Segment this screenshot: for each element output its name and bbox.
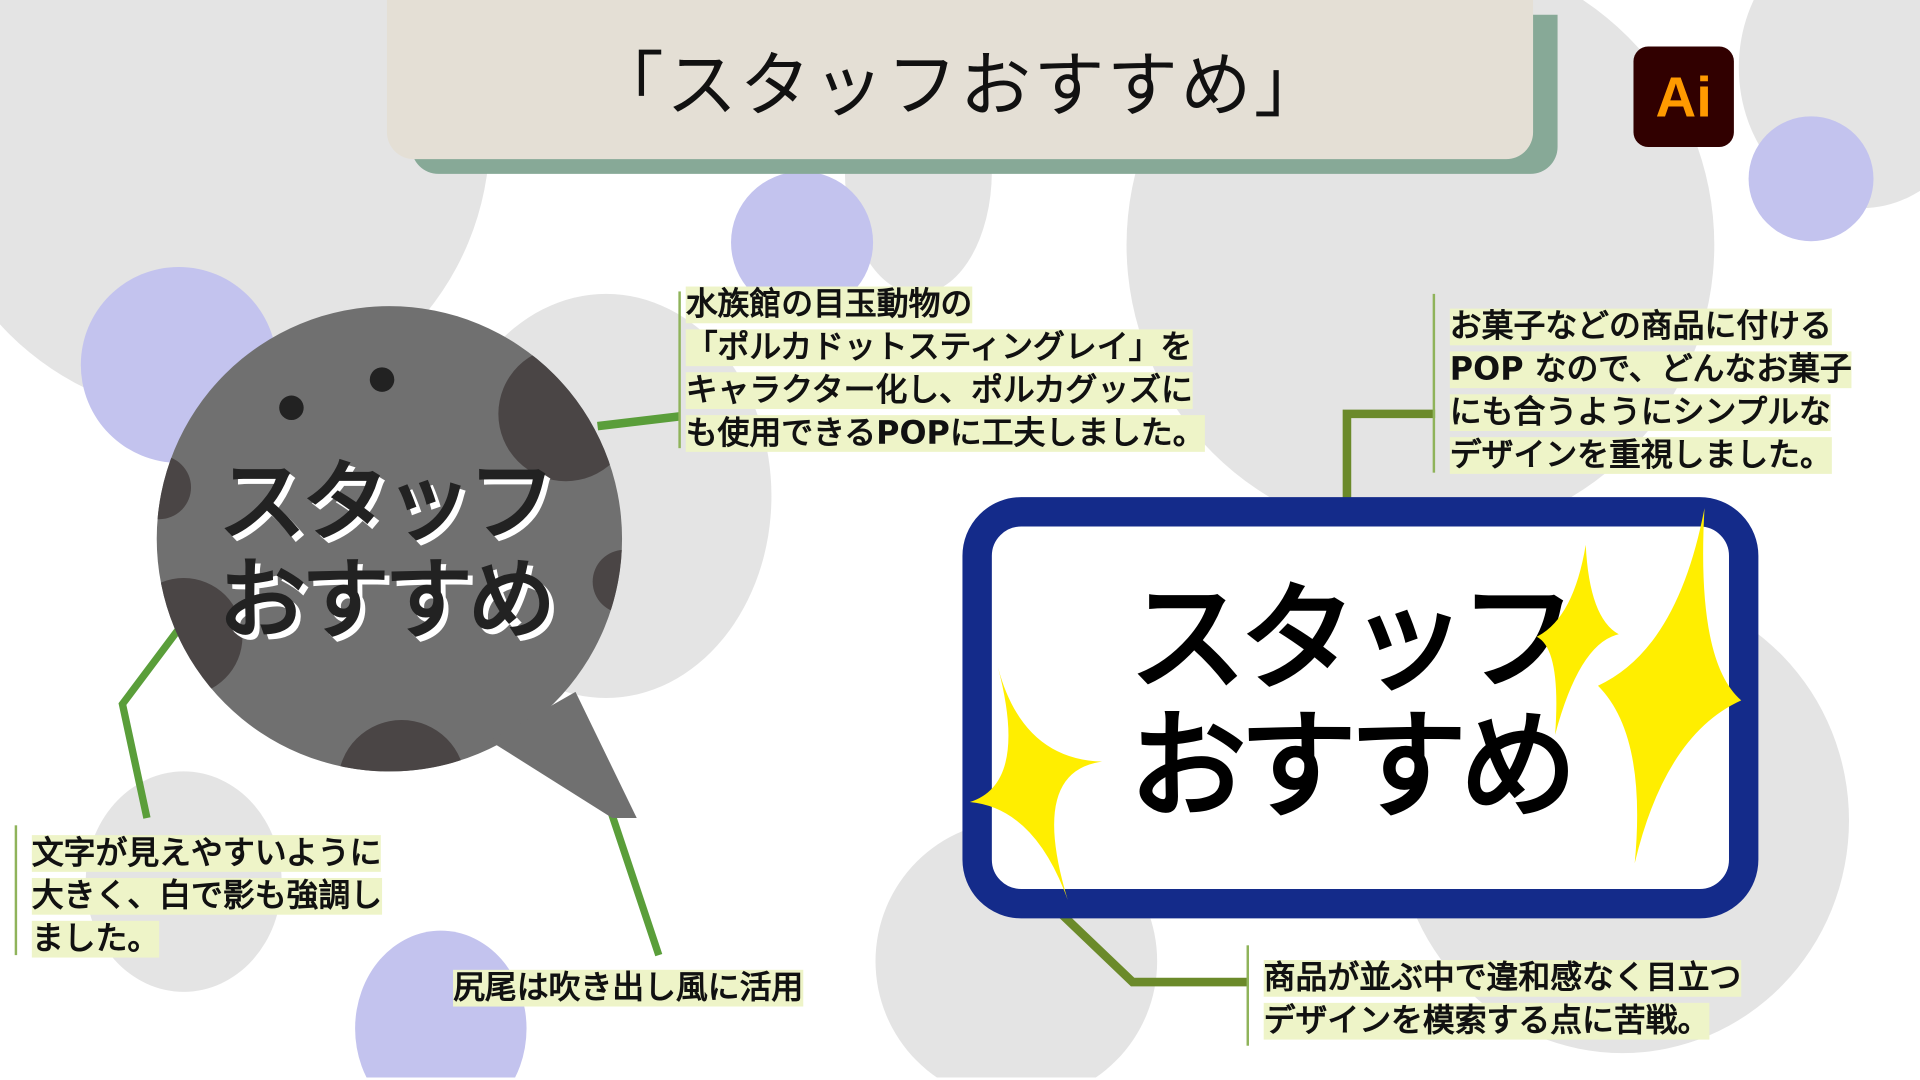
note-line: デザインを重視しました。 (1449, 437, 1832, 474)
note-line: 大きく、白で影も強調し (31, 877, 383, 915)
left-pop-text: スタッフ おすすめ (217, 450, 556, 652)
eye (279, 395, 304, 421)
eye (369, 367, 395, 392)
note-line: にも合うようにシンプルな (1449, 394, 1831, 432)
note-bar (678, 291, 681, 449)
line-tail (606, 807, 663, 957)
note-line: も使用できるPOPに工夫しました。 (685, 415, 1205, 452)
note-text-size: 文字が見えやすいように 大きく、白で影も強調し ました。 (27, 833, 383, 962)
note-bar (1432, 293, 1436, 473)
note-bar (1246, 945, 1249, 1046)
line-simple (1342, 409, 1436, 500)
right-pop-line: スタッフ (1128, 570, 1577, 708)
note-line: 文字が見えやすいように (31, 835, 382, 872)
line-character (597, 412, 681, 431)
spot (156, 577, 243, 696)
sparkle-icon (969, 667, 1103, 901)
line-stand-out (1047, 900, 1249, 987)
left-pop-line: スタッフ (217, 450, 556, 554)
left-pop-line: おすすめ (217, 548, 556, 652)
note-line: 水族館の目玉動物の (685, 286, 973, 324)
bg-dot (1748, 116, 1874, 242)
illustrator-logo: Ai (1633, 46, 1734, 147)
page-title: 「スタッフおすすめ」 (386, 0, 1534, 160)
note-tail: 尻尾は吹き出し風に活用 (448, 967, 804, 1010)
note-line: お菓子などの商品に付ける (1449, 308, 1832, 346)
note-simple: お菓子などの商品に付ける POP なので、どんなお菓子 にも合うようにシンプルな… (1445, 306, 1852, 477)
right-pop-line: おすすめ (1128, 697, 1577, 836)
note-line: 尻尾は吹き出し風に活用 (453, 969, 804, 1007)
note-character: 水族館の目玉動物の 「ポルカドットスティングレイ」を キャラクター化し、ポルカグ… (681, 284, 1205, 455)
note-line: 「ポルカドットスティングレイ」を (685, 329, 1193, 367)
sparkle-icon (1536, 544, 1619, 735)
bubble-tail (489, 691, 637, 818)
note-bar (14, 825, 18, 956)
sparkle-icon (1597, 508, 1742, 864)
note-stand-out: 商品が並ぶ中で違和感なく目立つ デザインを模索する点に苦戦。 (1259, 958, 1742, 1044)
note-line: 商品が並ぶ中で違和感なく目立つ (1263, 960, 1742, 997)
note-line: デザインを模索する点に苦戦。 (1263, 1002, 1710, 1040)
line-text-size (118, 628, 181, 819)
right-pop-text: スタッフ おすすめ (1128, 570, 1577, 836)
note-line: キャラクター化し、ポルカグッズに (685, 372, 1193, 409)
note-line: ました。 (31, 920, 160, 958)
note-line: POP なので、どんなお菓子 (1449, 351, 1852, 389)
